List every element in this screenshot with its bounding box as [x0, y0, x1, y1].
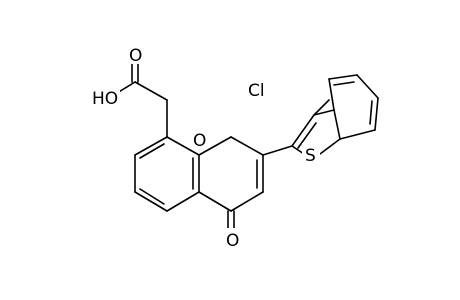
- ketone-oxygen-label: O: [226, 231, 239, 251]
- bond: [262, 145, 293, 156]
- bond-double-inner: [297, 122, 317, 149]
- bond-double-inner: [369, 100, 373, 125]
- acid-carbonyl-oxygen-label: O: [129, 46, 142, 66]
- bond: [134, 191, 168, 212]
- bond: [333, 109, 341, 140]
- bond: [339, 129, 376, 140]
- bond: [291, 114, 315, 147]
- bond: [134, 81, 168, 101]
- label-bg: [190, 128, 208, 149]
- bond: [356, 74, 379, 99]
- bond: [313, 99, 330, 116]
- bond: [230, 136, 264, 156]
- bond: [319, 138, 341, 155]
- label-bg: [245, 78, 271, 99]
- label-bg: [223, 228, 241, 249]
- label-bg: [126, 43, 144, 64]
- bond: [198, 191, 232, 212]
- bond: [328, 74, 358, 80]
- bond: [313, 109, 335, 116]
- benzothiophene: [262, 74, 379, 156]
- bond: [374, 97, 379, 131]
- sulfur-label: S: [305, 146, 316, 166]
- bond-double-inner: [139, 188, 165, 205]
- chlorine-label: Cl: [248, 81, 265, 101]
- bond: [134, 136, 168, 156]
- pyranone-ring: [198, 136, 264, 230]
- hydroxyl-label: HO: [92, 89, 118, 109]
- atom-labels: HO O O O Cl S: [91, 43, 320, 251]
- chromone-benzo-ring: [134, 136, 200, 212]
- acetic-acid-chain: [116, 63, 168, 138]
- bond: [230, 191, 264, 212]
- bond-double-inner: [333, 81, 355, 86]
- bond: [166, 136, 200, 156]
- ring-oxygen-label: O: [193, 131, 206, 151]
- label-bg: [302, 143, 320, 164]
- label-bg: [91, 89, 120, 108]
- bond: [166, 191, 200, 212]
- bond: [328, 78, 335, 111]
- bond-double-inner: [139, 143, 165, 159]
- bond: [198, 136, 232, 156]
